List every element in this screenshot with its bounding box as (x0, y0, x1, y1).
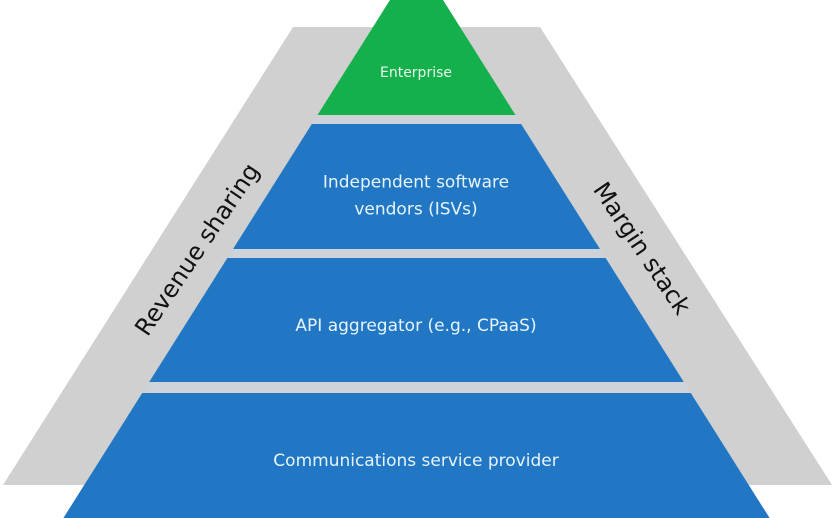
csp-layer (63, 393, 770, 518)
enterprise-layer (317, 0, 516, 115)
api-aggregator-layer-label: API aggregator (e.g., CPaaS) (295, 316, 536, 336)
enterprise-layer-label: Enterprise (380, 65, 452, 81)
isv-layer-label: Independent software (323, 173, 509, 193)
api-aggregator-layer (149, 258, 684, 382)
isv-layer (233, 124, 600, 249)
csp-layer-label: Communications service provider (273, 451, 558, 471)
isv-layer-label: vendors (ISVs) (354, 200, 477, 220)
